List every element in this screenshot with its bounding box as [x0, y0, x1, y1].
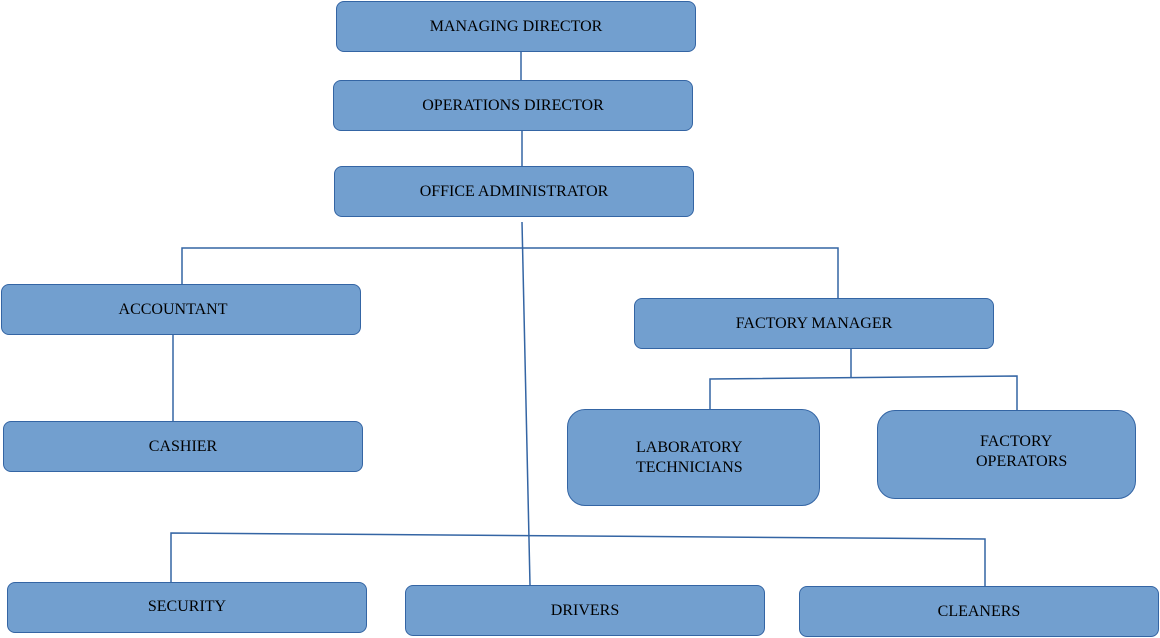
factory-manager-label: FACTORY MANAGER	[735, 314, 893, 332]
office-administrator-box: OFFICE ADMINISTRATOR	[334, 166, 694, 217]
drivers-label: DRIVERS	[550, 601, 620, 619]
operations-director-box: OPERATIONS DIRECTOR	[333, 80, 693, 131]
accountant-box: ACCOUNTANT	[1, 284, 361, 335]
factory-operators-label-line2: OPERATORS	[976, 452, 1068, 470]
cashier-label: CASHIER	[148, 437, 218, 455]
factory-manager-box: FACTORY MANAGER	[634, 298, 994, 349]
operations-director-label: OPERATIONS DIRECTOR	[422, 96, 604, 114]
security-label: SECURITY	[147, 597, 227, 615]
drivers-box: DRIVERS	[405, 585, 765, 636]
office-administrator-label: OFFICE ADMINISTRATOR	[419, 182, 609, 200]
laboratory-technicians-label-line2: TECHNICIANS	[636, 458, 743, 476]
cleaners-box: CLEANERS	[799, 586, 1159, 637]
connector-oa-trunk	[521, 221, 531, 586]
managing-director-label: MANAGING DIRECTOR	[429, 17, 603, 35]
factory-operators-label-line1: FACTORY	[980, 432, 1053, 450]
accountant-label: ACCOUNTANT	[118, 300, 228, 318]
connector-support-branch	[170, 532, 986, 587]
managing-director-box: MANAGING DIRECTOR	[336, 1, 696, 52]
laboratory-technicians-box: LABORATORY TECHNICIANS	[567, 409, 820, 506]
connector-fm-branch	[709, 375, 1018, 410]
cashier-box: CASHIER	[3, 421, 363, 472]
laboratory-technicians-label-line1: LABORATORY	[636, 438, 743, 456]
security-box: SECURITY	[7, 582, 367, 633]
factory-operators-box: FACTORY OPERATORS	[877, 410, 1136, 499]
cleaners-label: CLEANERS	[937, 602, 1021, 620]
connector-oa-branch	[181, 247, 839, 298]
